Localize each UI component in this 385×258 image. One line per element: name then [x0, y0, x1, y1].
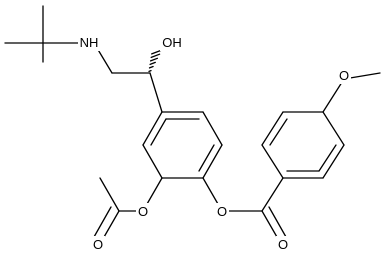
ester-oxygen-acetyl: O [138, 204, 148, 219]
label-carbonyl-o-acetyl: O [91, 236, 105, 253]
tert-butyl-group [4, 5, 80, 63]
hydroxyl-label: OH [162, 35, 182, 50]
carbonyl-oxygen-benzoyl: O [278, 237, 288, 252]
amine-label: NH [80, 35, 99, 50]
label-amine: NH [78, 34, 100, 51]
stereo-hash-wedge [148, 49, 163, 73]
acetyl-ester-group [93, 177, 163, 245]
label-ester-o-benzoyl: O [215, 203, 229, 220]
carbonyl-oxygen-acetyl: O [93, 237, 103, 252]
label-ester-o-acetyl: O [136, 203, 150, 220]
methoxy-group [322, 72, 381, 113]
central-benzene-ring [142, 111, 223, 179]
methoxyphenyl-ring [261, 111, 345, 179]
methoxy-oxygen: O [339, 68, 349, 83]
ethanolamine-chain [96, 47, 163, 113]
label-carbonyl-o-benzoyl: O [276, 236, 290, 253]
label-methoxy-o: O [337, 67, 351, 84]
ester-oxygen-benzoyl: O [217, 204, 227, 219]
label-hydroxyl: OH [160, 34, 184, 51]
